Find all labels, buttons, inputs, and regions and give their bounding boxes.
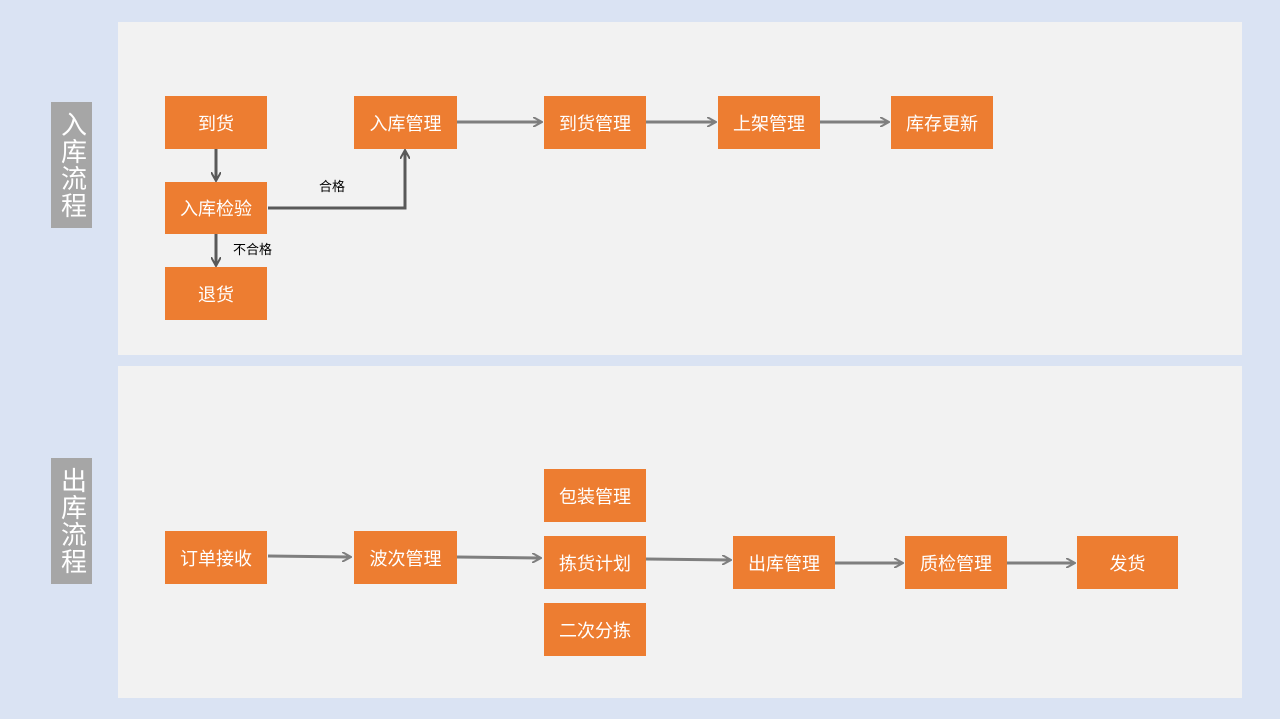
- node-wave-mgmt: 波次管理: [354, 531, 457, 584]
- node-inbound-inspection: 入库检验: [165, 182, 267, 234]
- node-inbound-mgmt: 入库管理: [354, 96, 457, 149]
- arrow-wave-to-picking: [456, 557, 540, 558]
- node-order-receipt: 订单接收: [165, 531, 267, 584]
- node-shelving-mgmt: 上架管理: [718, 96, 820, 149]
- arrow-order-to-wave: [267, 556, 350, 557]
- node-arrival-mgmt: 到货管理: [544, 96, 646, 149]
- node-inventory-update: 库存更新: [891, 96, 993, 149]
- arrow-inspection-to-inbound-mgmt: [268, 151, 405, 210]
- node-arrival: 到货: [165, 96, 267, 149]
- edge-label-fail: 不合格: [233, 243, 273, 258]
- outbound-panel: [118, 366, 1242, 698]
- node-packing-mgmt: 包装管理: [544, 469, 646, 522]
- node-shipping: 发货: [1077, 536, 1178, 589]
- node-qc-mgmt: 质检管理: [905, 536, 1007, 589]
- inbound-section-label: 入库流程: [51, 102, 92, 228]
- node-picking-plan: 拣货计划: [544, 536, 646, 589]
- inbound-panel: [118, 22, 1242, 355]
- arrow-picking-to-outbound: [645, 559, 730, 560]
- edge-label-pass: 合格: [319, 180, 346, 195]
- outbound-section-label: 出库流程: [51, 458, 92, 584]
- node-outbound-mgmt: 出库管理: [733, 536, 835, 589]
- node-secondary-sort: 二次分拣: [544, 603, 646, 656]
- node-return: 退货: [165, 267, 267, 320]
